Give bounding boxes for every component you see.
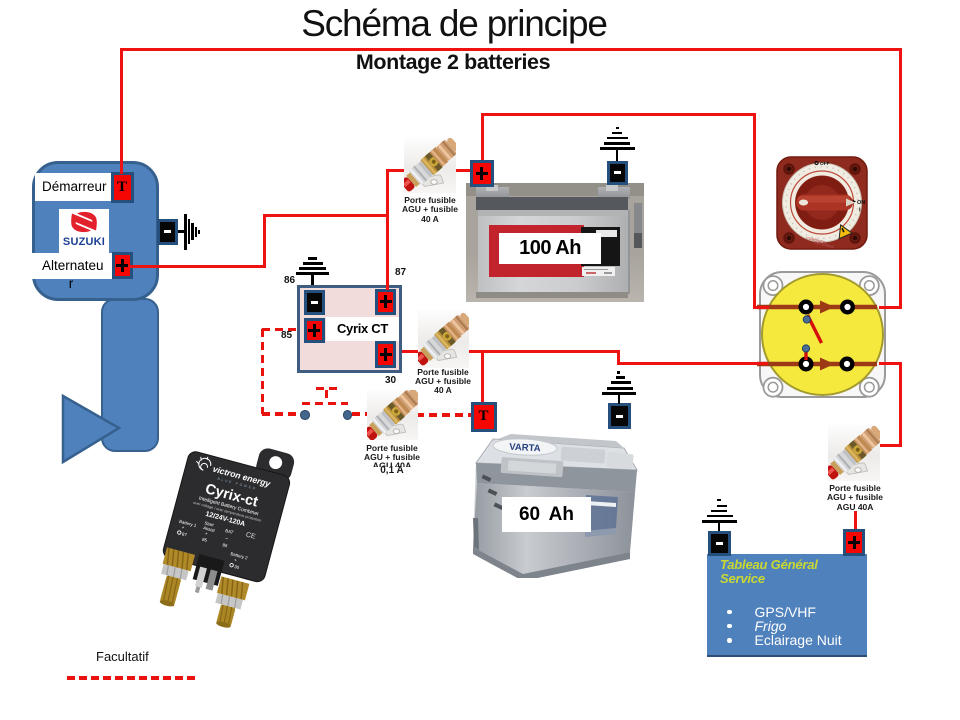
- svg-text:VARTA: VARTA: [509, 442, 541, 455]
- svg-text:Battery 2: Battery 2: [230, 551, 249, 561]
- svg-text:Assist: Assist: [203, 525, 216, 533]
- svg-text:OFF: OFF: [820, 161, 830, 167]
- svg-text:I: I: [859, 208, 861, 214]
- svg-text:+: +: [181, 525, 185, 531]
- svg-text:–: –: [225, 535, 229, 541]
- svg-text:BAT: BAT: [225, 528, 235, 535]
- svg-text:+: +: [204, 531, 208, 537]
- svg-text:Start: Start: [204, 520, 215, 527]
- svg-text:87: 87: [181, 531, 188, 537]
- svg-text:CE: CE: [245, 531, 257, 540]
- svg-text:COMBINER: COMBINER: [806, 236, 826, 245]
- svg-text:86: 86: [222, 542, 229, 548]
- svg-text:Battery 1: Battery 1: [179, 519, 198, 529]
- svg-text:+: +: [233, 557, 237, 563]
- svg-text:30: 30: [234, 564, 241, 570]
- svg-text:85: 85: [202, 537, 209, 543]
- svg-text:BATTERIES: BATTERIES: [814, 241, 835, 250]
- svg-text:ON: ON: [857, 200, 865, 206]
